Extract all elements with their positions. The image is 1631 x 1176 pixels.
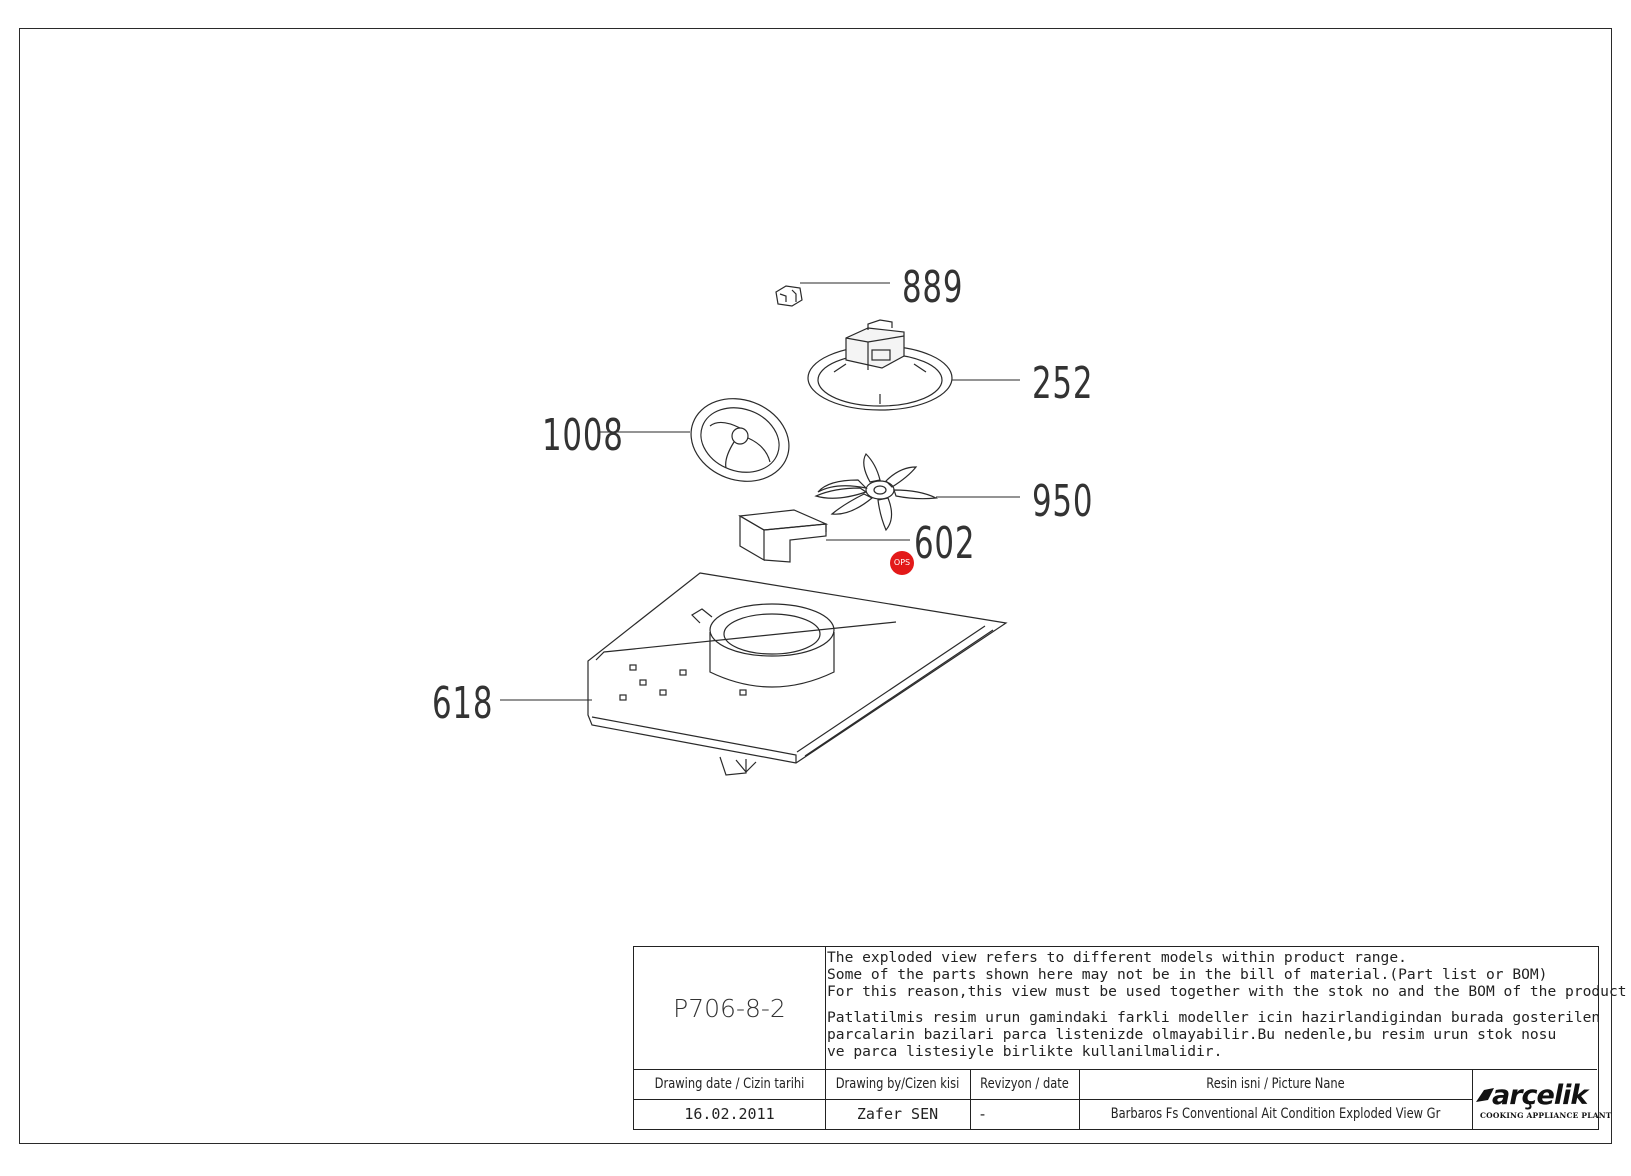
note-en-1: The exploded view refers to different mo…: [827, 949, 1407, 966]
callout-252: 252: [1032, 358, 1094, 409]
part-252-motor: [807, 319, 1020, 411]
value-drawing-date: 16.02.2011: [684, 1105, 775, 1123]
value-picture-name: Barbaros Fs Conventional Ait Condition E…: [1110, 1106, 1441, 1122]
note-en-2: Some of the parts shown here may not be …: [827, 966, 1548, 983]
part-618-cover: [500, 572, 1008, 776]
part-950-fan: [814, 453, 1020, 532]
callout-1008: 1008: [542, 410, 624, 461]
callout-889: 889: [902, 262, 964, 313]
value-revision: -: [978, 1105, 988, 1123]
logo-brand: arçelik: [1492, 1080, 1588, 1111]
callout-618: 618: [432, 678, 494, 729]
part-889-connector: [775, 282, 890, 307]
part-602-bracket: [738, 509, 910, 563]
drawing-notes: The exploded view refers to different mo…: [827, 949, 1627, 1067]
header-drawing-date: Drawing date / Cizin tarihi: [654, 1076, 805, 1092]
drawing-frame: [19, 28, 1612, 1144]
ops-badge: OPS: [890, 551, 914, 575]
drawing-code: P706-8-2: [673, 993, 786, 1023]
logo-subtitle: COOKING APPLIANCE PLANT: [1480, 1111, 1612, 1120]
callout-602: 602: [914, 518, 976, 569]
title-block: P706-8-2 The exploded view refers to dif…: [633, 946, 1627, 1130]
callout-950: 950: [1032, 476, 1094, 527]
note-en-3: For this reason,this view must be used t…: [827, 983, 1627, 1000]
header-revision: Revizyon / date: [980, 1076, 1069, 1092]
arcelik-logo: arçelik COOKING APPLIANCE PLANT: [1474, 1078, 1611, 1126]
note-tr-3: ve parca listesiyle birlikte kullanilmal…: [827, 1043, 1223, 1060]
note-tr-2: parcalarin bazilari parca listenizde olm…: [827, 1026, 1557, 1043]
header-drawing-by: Drawing by/Cizen kisi: [835, 1076, 960, 1092]
header-picture-name: Resin isni / Picture Nane: [1206, 1076, 1345, 1092]
value-drawing-by: Zafer SEN: [856, 1105, 939, 1123]
logo-swoosh-icon: [1476, 1088, 1494, 1102]
note-tr-1: Patlatilmis resim urun gamindaki farkli …: [827, 1009, 1601, 1026]
part-1008-plate: [600, 398, 790, 482]
